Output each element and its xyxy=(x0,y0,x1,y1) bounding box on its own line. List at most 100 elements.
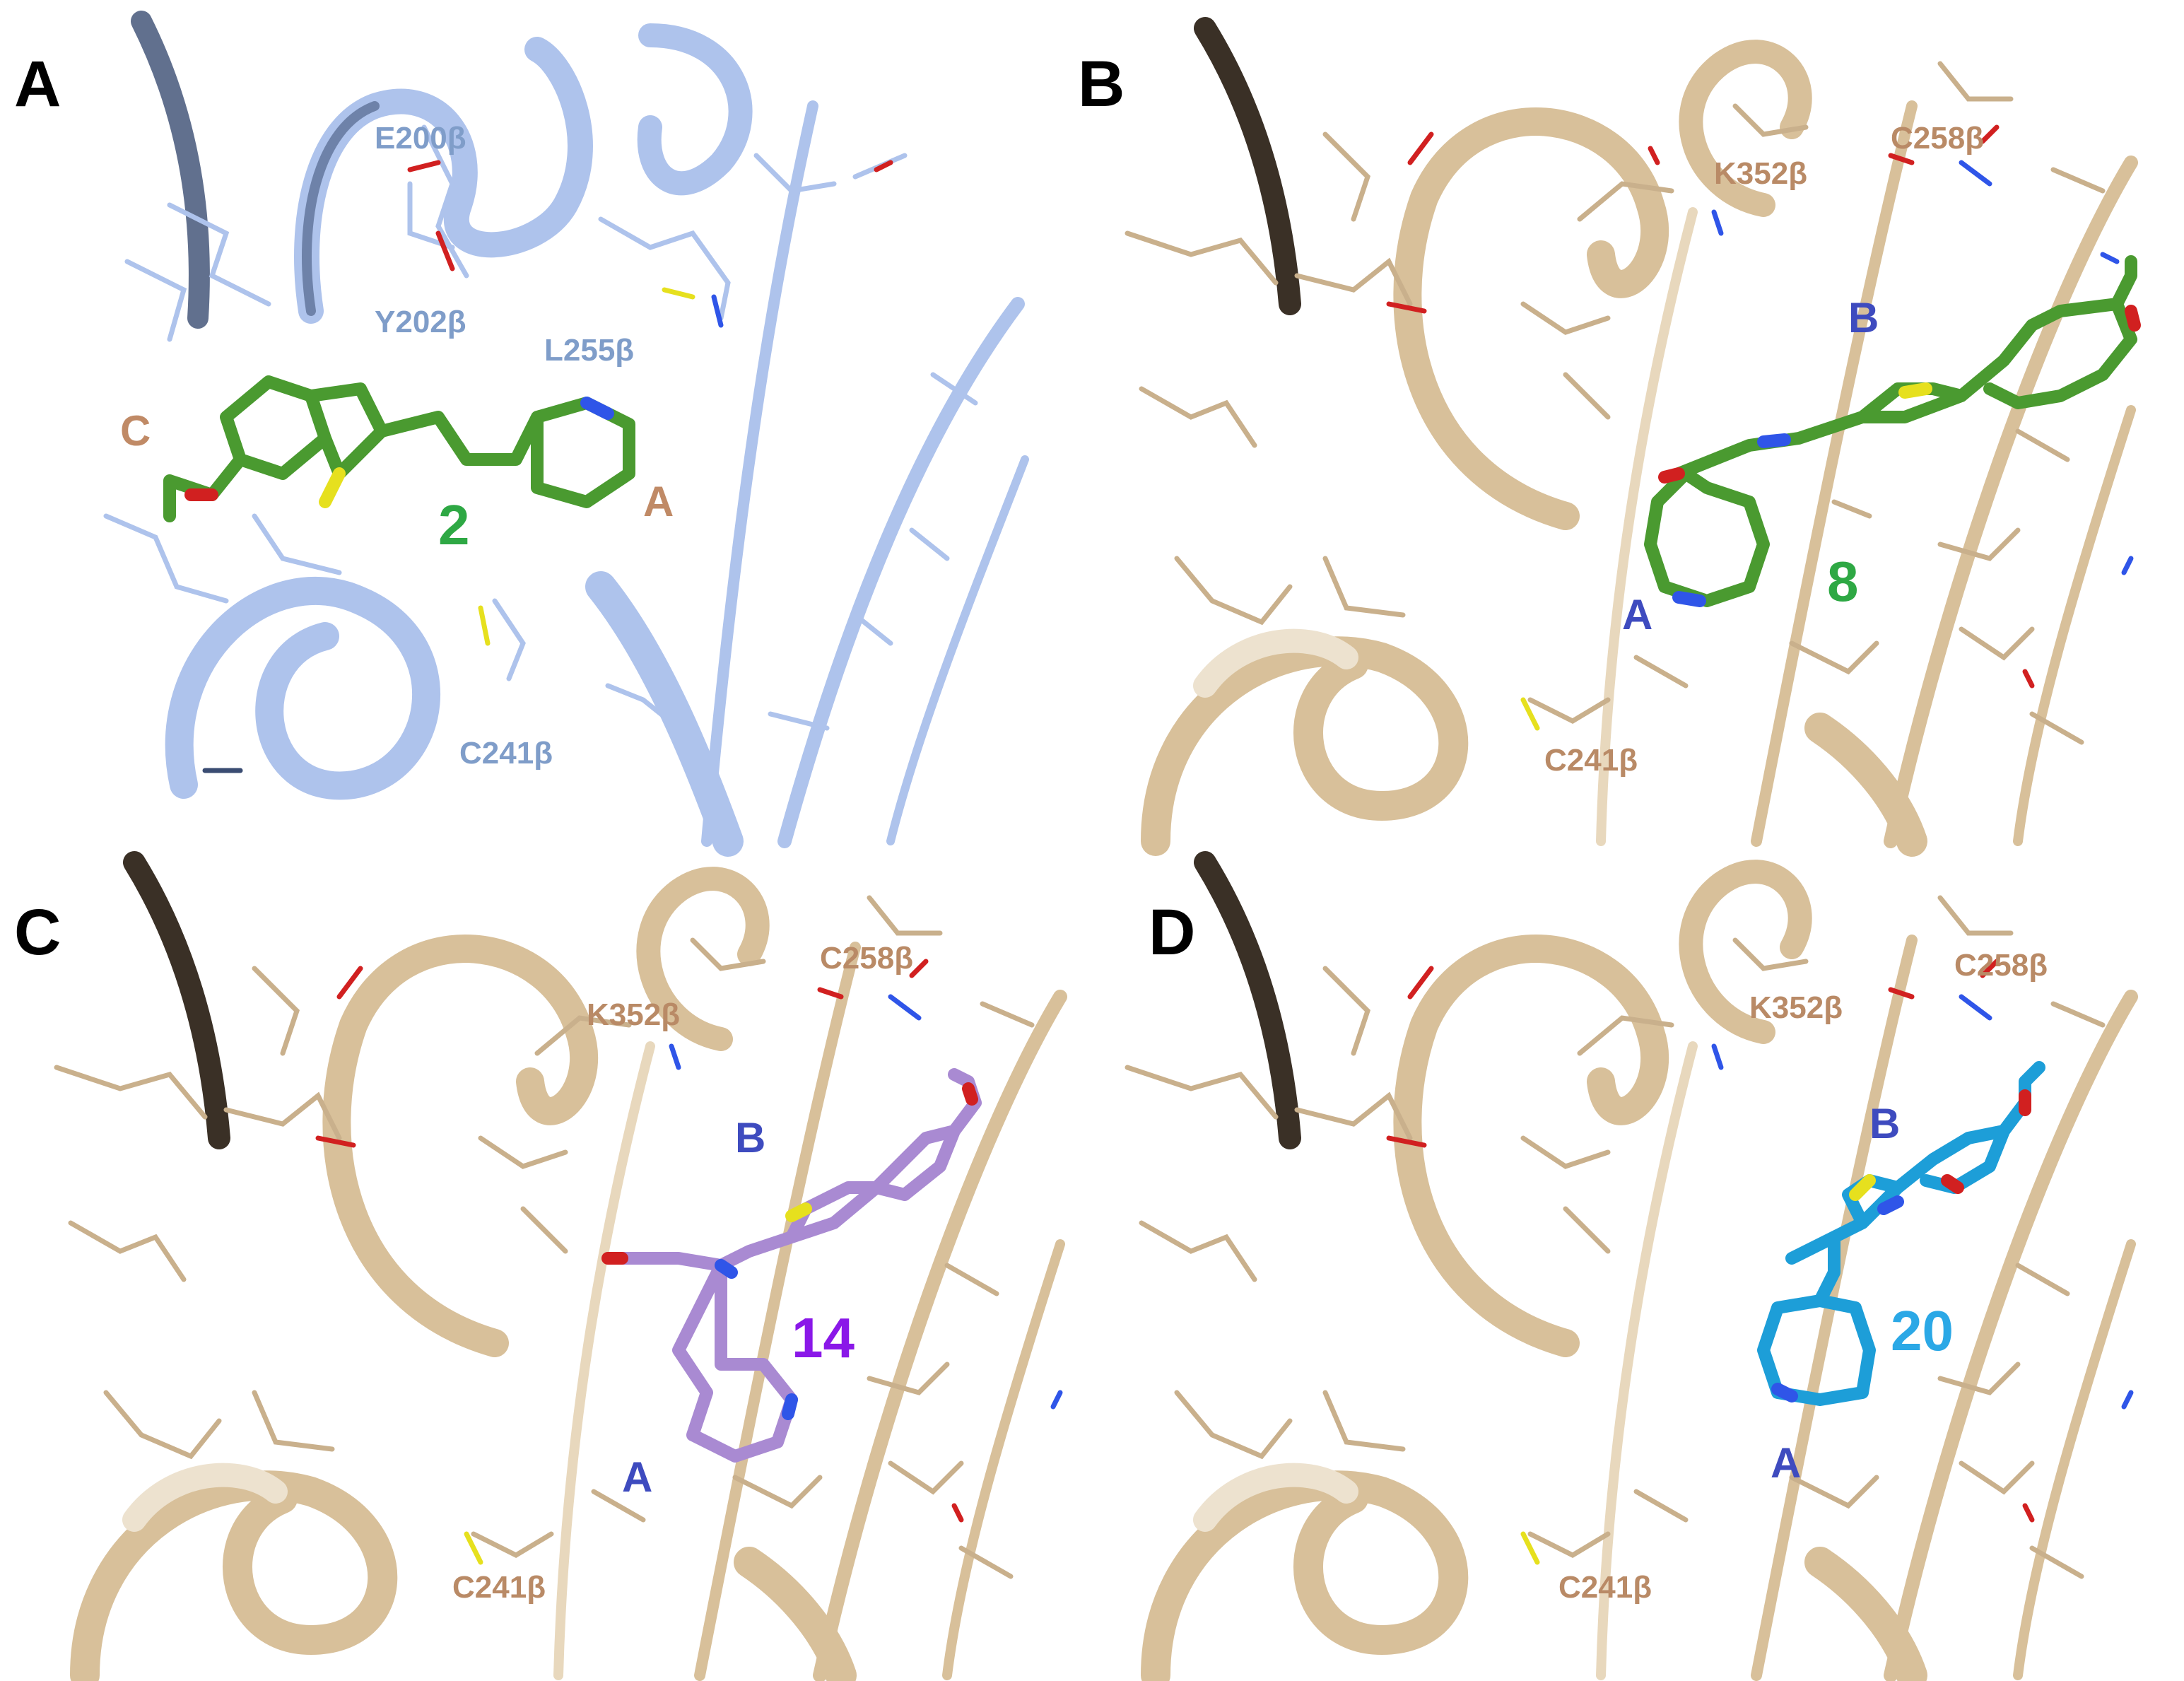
side-chains-c xyxy=(54,895,1035,1579)
helix-b4 xyxy=(1804,713,1927,857)
strand-c3 xyxy=(694,942,861,1681)
strand-b2 xyxy=(1596,207,1698,846)
strand-d1 xyxy=(1194,851,1301,1149)
residue-label-y202: Y202β xyxy=(375,305,466,339)
strand-a2 xyxy=(701,100,818,847)
residue-label-l255: L255β xyxy=(544,333,634,368)
ring-label-b-d: B xyxy=(1869,1100,1900,1147)
protein-ribbons-d xyxy=(1141,851,2138,1681)
strand-c2 xyxy=(553,1041,655,1680)
side-chains-a xyxy=(103,124,978,731)
helix-b1 xyxy=(1393,107,1669,530)
compound-label-8: 8 xyxy=(1827,550,1859,613)
ligand-14-n-atom xyxy=(715,1259,738,1279)
compound-label-20: 20 xyxy=(1891,1299,1954,1362)
ligand-20-n2-atom xyxy=(1771,1383,1798,1402)
residue-label-c258-d: C258β xyxy=(1954,948,2048,983)
strand-a1 xyxy=(131,11,210,329)
ligand-14-body xyxy=(616,1068,982,1463)
helix-d1 xyxy=(1393,935,1669,1357)
compound-label-2: 2 xyxy=(438,493,470,556)
helix-c2 xyxy=(636,867,770,1051)
ligand-8-n2-atom xyxy=(1672,591,1706,607)
side-chains-b xyxy=(1125,61,2106,745)
helix-d3-pale xyxy=(1193,1463,1358,1532)
strand-a4 xyxy=(886,455,1029,845)
strand-c4 xyxy=(813,990,1067,1681)
helix-a2 xyxy=(637,23,753,196)
residue-label-c241-c: C241β xyxy=(452,1570,546,1605)
strand-b4 xyxy=(1884,156,2138,848)
helix-d3 xyxy=(1141,1470,1469,1681)
panel-c: C K352β C258β C241β B A 14 xyxy=(14,851,1067,1681)
strand-a3 xyxy=(777,297,1025,848)
helix-c3-pale xyxy=(122,1463,288,1532)
helix-c4 xyxy=(734,1547,857,1681)
residue-label-k352-c: K352β xyxy=(587,997,680,1032)
ligand-14-s-atom xyxy=(785,1202,812,1222)
panel-letter-b: B xyxy=(1078,48,1125,120)
atom-accents-d xyxy=(1386,959,2134,1565)
ring-label-c: C xyxy=(120,407,151,455)
ligand-20 xyxy=(1757,1061,2045,1406)
ring-label-a: A xyxy=(643,478,674,525)
ligand-2-s-atom xyxy=(319,467,346,508)
helix-a4 xyxy=(585,571,744,857)
ring-label-b-b: B xyxy=(1848,294,1879,341)
ring-label-a-b: A xyxy=(1622,591,1652,638)
residue-label-c258-b: C258β xyxy=(1891,121,1984,156)
strand-d2 xyxy=(1596,1041,1698,1680)
ligand-14-o2-atom xyxy=(962,1082,978,1106)
helix-b2 xyxy=(1679,40,1812,217)
strand-b5 xyxy=(2013,405,2136,846)
residue-label-e200: E200β xyxy=(375,121,466,156)
side-chains-d xyxy=(1125,895,2106,1579)
residue-label-k352-b: K352β xyxy=(1714,156,1807,191)
ligand-8-s-atom xyxy=(1898,382,1932,399)
helix-d2 xyxy=(1679,860,1812,1044)
helix-c3 xyxy=(70,1470,398,1681)
helix-a3 xyxy=(165,576,441,800)
atom-accents-a xyxy=(202,160,893,773)
ligand-20-n-atom xyxy=(1877,1195,1904,1215)
ligand-20-s-atom xyxy=(1849,1174,1876,1201)
ligand-2-n-atom xyxy=(580,397,614,420)
helix-b3 xyxy=(1141,636,1469,856)
ligand-20-o-atom xyxy=(1941,1174,1964,1194)
panel-d: D K352β C258β C241β B A 20 xyxy=(1125,851,2138,1681)
protein-ribbons-c xyxy=(70,851,1067,1681)
panel-letter-a: A xyxy=(14,48,61,120)
ring-label-b-c: B xyxy=(735,1114,765,1161)
residue-label-c241-d: C241β xyxy=(1558,1570,1652,1605)
ring-label-a-c: A xyxy=(622,1453,652,1501)
residue-label-c241: C241β xyxy=(459,736,553,771)
ligand-14 xyxy=(601,1068,982,1463)
ligand-14-n2-atom xyxy=(782,1393,798,1420)
residue-label-c241-b: C241β xyxy=(1544,743,1638,778)
helix-a1-shade xyxy=(302,101,380,316)
protein-ribbons-b xyxy=(1141,17,2138,857)
helix-a1 xyxy=(294,37,593,324)
residue-label-c258-c: C258β xyxy=(820,941,913,976)
ligand-8-o-atom xyxy=(1658,467,1685,484)
strand-b1 xyxy=(1194,17,1301,315)
strand-b3 xyxy=(1751,100,1918,847)
ligand-8-n-atom xyxy=(1757,433,1791,448)
strand-c1 xyxy=(123,851,230,1149)
panel-b: B K352β C258β C241β B A 8 xyxy=(1078,17,2141,857)
compound-label-14: 14 xyxy=(792,1306,855,1369)
residue-label-k352-d: K352β xyxy=(1749,990,1843,1025)
helix-c1 xyxy=(322,935,598,1357)
strand-c5 xyxy=(942,1239,1065,1680)
atom-accents-b xyxy=(1386,124,2134,731)
protein-ribbons-a xyxy=(131,11,1029,857)
panel-letter-d: D xyxy=(1149,896,1195,968)
ligand-8-o2-atom xyxy=(2125,305,2141,332)
helix-d4 xyxy=(1804,1547,1927,1681)
ligand-2-body xyxy=(163,375,635,522)
helix-b3-pale xyxy=(1193,628,1358,698)
ligand-8 xyxy=(1644,255,2141,607)
strand-d5 xyxy=(2013,1239,2136,1680)
panel-a: A E200β Y202β L255β C241β C A 2 xyxy=(14,11,1029,857)
